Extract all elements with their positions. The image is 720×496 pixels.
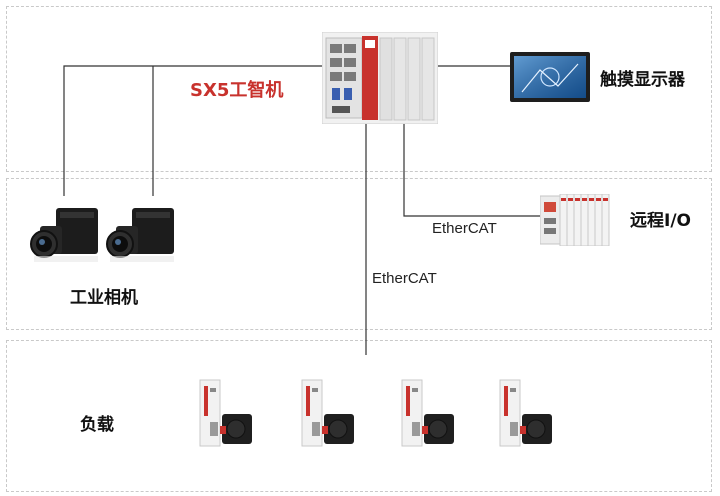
camera-device-2 <box>106 204 178 266</box>
remote-io-module-icon <box>539 193 610 247</box>
remote-io-link-label: EtherCAT <box>432 220 497 237</box>
servo-drive-motor-icon <box>301 379 354 447</box>
servo-unit-3 <box>400 378 456 450</box>
touch-display-icon <box>510 52 590 102</box>
servo-drive-motor-icon <box>499 379 552 447</box>
servo-unit-2 <box>300 378 356 450</box>
servo-drive-motor-icon <box>401 379 454 447</box>
load-zone <box>6 340 712 492</box>
ethercat-bus-label: EtherCAT <box>372 270 437 287</box>
controller-zone <box>6 6 712 172</box>
industrial-camera-icon <box>106 208 174 262</box>
servo-drive-motor-icon <box>199 379 252 447</box>
controller-label: SX5工智机 <box>190 80 284 101</box>
servo-unit-4 <box>498 378 554 450</box>
load-label: 负载 <box>80 415 114 435</box>
touchscreen-label: 触摸显示器 <box>600 70 685 90</box>
servo-unit-1 <box>198 378 254 450</box>
industrial-camera-icon <box>30 208 98 262</box>
remote-io-label: 远程I/O <box>630 211 691 231</box>
camera-zone <box>6 178 712 330</box>
industrial-pc-icon <box>321 31 439 125</box>
touchscreen-device <box>510 52 590 102</box>
camera-device-1 <box>30 204 102 266</box>
remote-io-link-line <box>403 124 540 217</box>
remote-io-device <box>539 193 614 247</box>
cameras-label: 工业相机 <box>70 288 138 308</box>
camera-link-line <box>63 65 322 196</box>
controller-device <box>321 31 439 125</box>
